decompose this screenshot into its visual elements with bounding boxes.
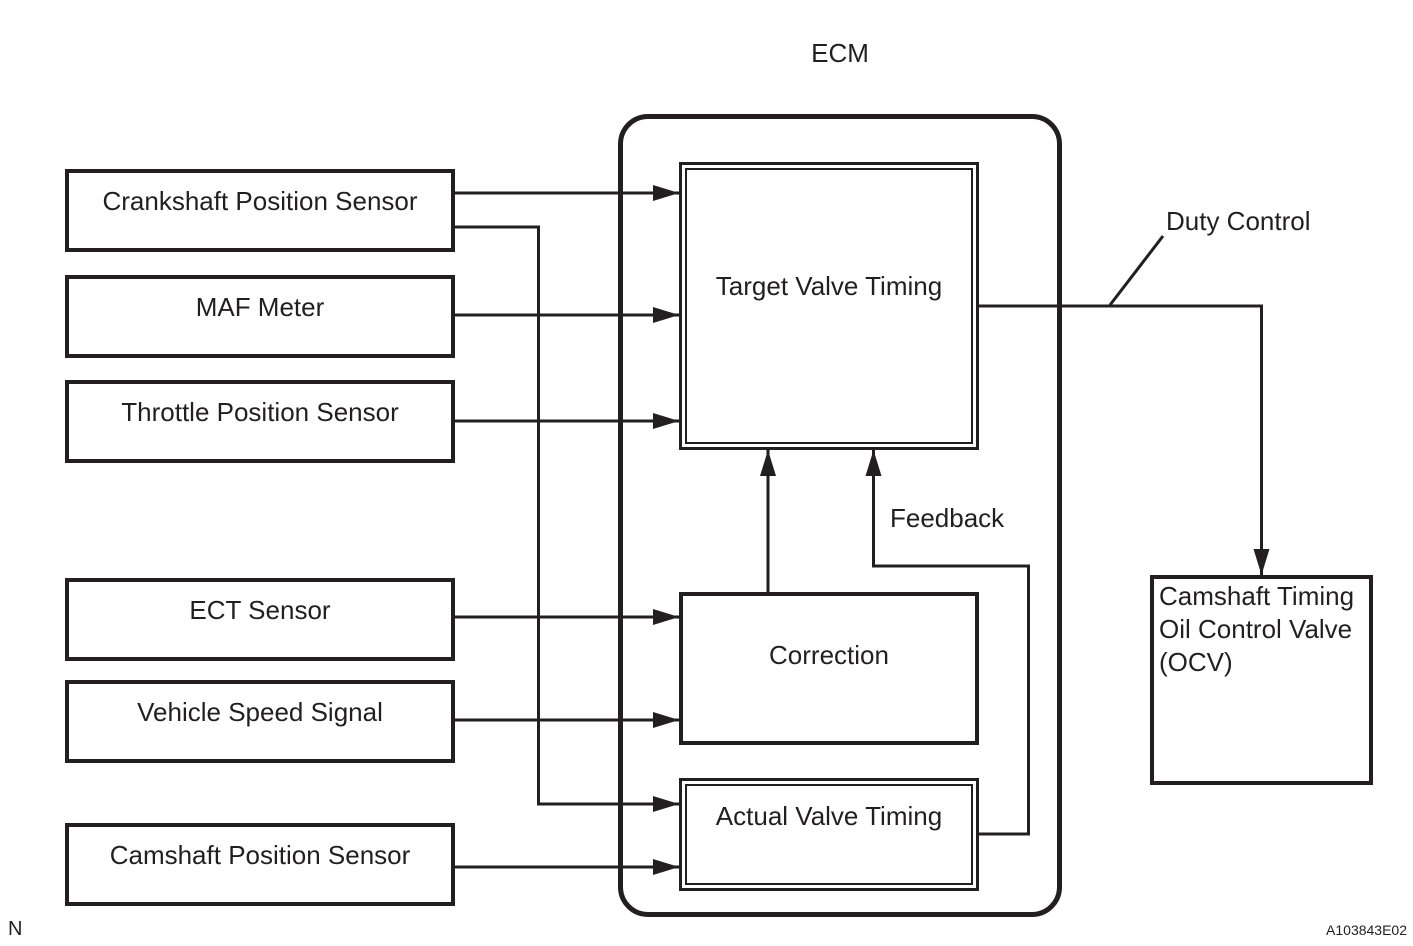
inner-border [685, 784, 973, 885]
feedback-label: Feedback [890, 503, 1005, 533]
input-box-ect-sensor: ECT Sensor [65, 578, 455, 661]
input-box-throttle-position-sensor: Throttle Position Sensor [65, 380, 455, 463]
input-box-label: MAF Meter [195, 292, 325, 322]
edge-crankshaft-to-actual [455, 225, 679, 812]
footer-figure-id: A103843E02 [1326, 922, 1407, 938]
input-box-crankshaft-position-sensor: Crankshaft Position Sensor [65, 169, 455, 252]
input-box-label: ECT Sensor [189, 595, 331, 625]
output-box-camshaft-timing-oil-control-valve: Camshaft Timing Oil Control Valve (OCV) [1150, 575, 1373, 785]
output-box-label: Camshaft Timing Oil Control Valve (OCV) [1159, 581, 1355, 677]
process-box-target-valve-timing: Target Valve Timing [679, 162, 979, 450]
duty-control-label: Duty Control [1166, 206, 1311, 236]
edge-actual-feedback-to-target [865, 450, 1030, 836]
process-box-label: Target Valve Timing [715, 271, 943, 301]
ecm-title: ECM [811, 38, 869, 68]
process-box-label: Correction [769, 640, 889, 670]
inner-border [685, 168, 973, 444]
input-box-camshaft-position-sensor: Camshaft Position Sensor [65, 823, 455, 906]
input-box-label: Camshaft Position Sensor [109, 840, 411, 870]
ecm-container-box [618, 114, 1062, 917]
footer-page-marker: N [8, 918, 23, 940]
process-box-actual-valve-timing: Actual Valve Timing [679, 778, 979, 891]
duty-control-leader-line [1108, 235, 1165, 306]
input-box-vehicle-speed-signal: Vehicle Speed Signal [65, 680, 455, 763]
input-box-label: Crankshaft Position Sensor [102, 186, 418, 216]
process-box-label: Actual Valve Timing [715, 801, 943, 831]
input-box-label: Vehicle Speed Signal [137, 697, 383, 727]
input-box-label: Throttle Position Sensor [121, 397, 399, 427]
edge-target-duty-to-ocv [979, 304, 1270, 575]
process-box-correction: Correction [679, 592, 979, 745]
input-box-maf-meter: MAF Meter [65, 275, 455, 358]
